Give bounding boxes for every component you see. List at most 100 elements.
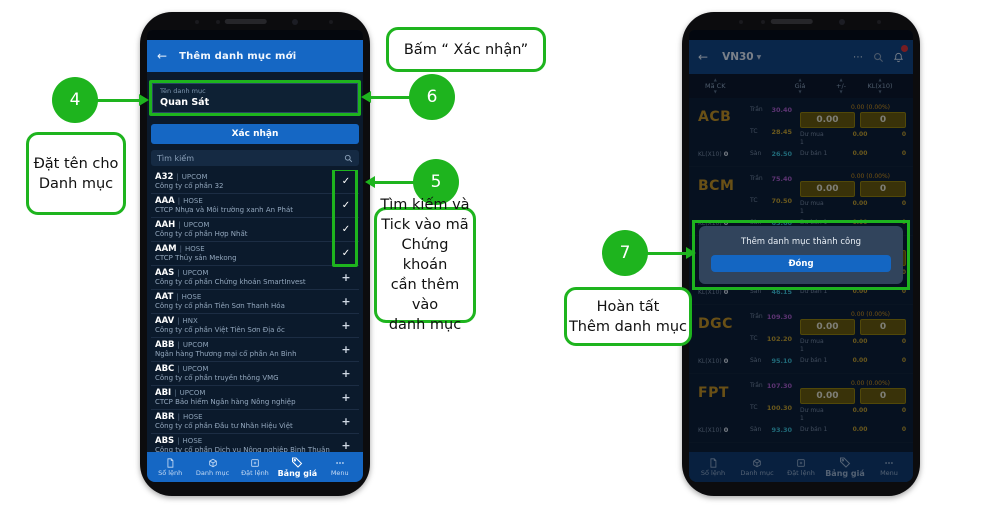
close-modal-button[interactable]: Đóng [711, 255, 891, 272]
place-order-icon [251, 458, 259, 467]
plus-icon[interactable]: + [341, 319, 351, 332]
check-icon[interactable]: ✓ [341, 176, 351, 187]
step-circle-6: 6 [409, 74, 455, 120]
stock-row[interactable]: ABS|HOSE Công ty cổ phần Dịch vụ Nông ng… [151, 434, 359, 452]
watchlist-name-field[interactable]: Tên danh mục Quan Sát [152, 83, 358, 113]
more-icon[interactable]: ⋯ [853, 51, 864, 63]
nav-item-dat-lenh[interactable]: Đặt lệnh [234, 458, 276, 477]
volume-cell[interactable]: 0 [859, 388, 906, 404]
camera-dot [839, 19, 846, 25]
phone-bezel [682, 12, 920, 30]
step-circle-7: 7 [602, 230, 648, 276]
ticker-symbol[interactable]: DGC [698, 316, 733, 332]
name-field-value[interactable]: Quan Sát [160, 97, 210, 108]
price-cell[interactable]: 0.00 [800, 319, 855, 335]
check-icon[interactable]: ✓ [341, 248, 351, 259]
stock-symbol: ABI [155, 388, 172, 398]
left-screen: ← Thêm danh mục mới Tên danh mục Quan Sá… [147, 30, 363, 482]
search-icon[interactable] [873, 52, 884, 63]
column-symbol[interactable]: ▲ Mã CK ▼ [705, 76, 726, 95]
check-icon[interactable]: ✓ [341, 200, 351, 211]
stock-symbol: AAH [155, 220, 176, 230]
nav-item-bang-gia[interactable]: Bảng giá [823, 456, 867, 478]
volume-cell[interactable]: 0 [859, 112, 906, 128]
plus-icon[interactable]: + [341, 439, 351, 452]
stock-symbol: A32 [155, 172, 174, 182]
search-icon[interactable] [344, 154, 353, 163]
speaker-slot [770, 19, 813, 24]
ticker-symbol[interactable]: FPT [698, 385, 729, 401]
column-price[interactable]: ▲ Giá ▼ [794, 76, 806, 95]
plus-icon[interactable]: + [341, 415, 351, 428]
chevron-down-icon[interactable]: ▼ [756, 53, 762, 61]
stock-company: CTCP Nhựa và Môi trường xanh An Phát [155, 206, 293, 214]
nav-item-so-lenh[interactable]: Sổ lệnh [691, 457, 735, 477]
back-icon[interactable]: ← [698, 50, 709, 64]
price-cell[interactable]: 0.00 [800, 388, 855, 404]
sort-up-icon: ▲ [798, 76, 802, 82]
separator: | [177, 365, 180, 373]
price-table-header: ▲ Mã CK ▼ ▲ Giá ▼ ▲ +/- ▼ ▲ KL(x10) [689, 74, 913, 98]
step-circle-5: 5 [413, 159, 459, 205]
nav-item-danh-muc[interactable]: Danh mục [735, 458, 779, 477]
plus-icon[interactable]: + [341, 367, 351, 380]
stock-row[interactable]: ABC|UPCOM Công ty cổ phần truyền thông V… [151, 362, 359, 386]
back-icon[interactable]: ← [157, 49, 168, 63]
stock-row[interactable]: AAV|HNX Công ty cổ phần Việt Tiên Sơn Đị… [151, 314, 359, 338]
app-bar: ← VN30 ▼ ⋯ [689, 40, 913, 74]
notification-bell-icon[interactable] [893, 44, 908, 67]
price-cell[interactable]: 0.00 [800, 181, 855, 197]
nav-item-menu[interactable]: Menu [319, 458, 361, 477]
volume-cell[interactable]: 0 [859, 181, 906, 197]
stock-exchange: HNX [182, 317, 198, 325]
nav-item-so-lenh[interactable]: Sổ lệnh [149, 457, 191, 477]
search-input[interactable] [157, 153, 344, 163]
menu-dots-icon [335, 461, 344, 464]
plus-icon[interactable]: + [341, 343, 351, 356]
stock-company: CTCP Bảo hiểm Ngân hàng Nông nghiệp [155, 398, 296, 406]
separator: | [174, 389, 177, 397]
left-phone: ← Thêm danh mục mới Tên danh mục Quan Sá… [140, 12, 370, 496]
separator: | [178, 221, 181, 229]
stock-row[interactable]: AAT|HOSE Công ty cổ phần Tiên Sơn Thanh … [151, 290, 359, 314]
separator: | [176, 293, 179, 301]
volume-cell[interactable]: 0 [859, 319, 906, 335]
plus-icon[interactable]: + [341, 271, 351, 284]
search-bar[interactable] [151, 150, 359, 166]
stock-exchange: HOSE [182, 413, 203, 421]
nav-item-dat-lenh[interactable]: Đặt lệnh [779, 458, 823, 477]
speaker-slot [224, 19, 267, 24]
check-icon[interactable]: ✓ [341, 224, 351, 235]
ticker-symbol[interactable]: BCM [698, 178, 735, 194]
stock-exchange: UPCOM [183, 221, 210, 229]
column-change[interactable]: ▲ +/- ▼ [836, 76, 846, 95]
stock-info: ABS|HOSE Công ty cổ phần Dịch vụ Nông ng… [155, 436, 337, 452]
nav-item-danh-muc[interactable]: Danh mục [191, 458, 233, 477]
callout-tick-codes: Tìm kiếm và Tick vào mã Chứng khoán cần … [374, 197, 476, 333]
callout-complete: Hoàn tất Thêm danh mục [564, 287, 692, 346]
ticker-symbol[interactable]: ACB [698, 109, 732, 125]
plus-icon[interactable]: + [341, 295, 351, 308]
stock-row[interactable]: ABB|UPCOM Ngân hàng Thương mại cổ phần A… [151, 338, 359, 362]
stock-row[interactable]: AAA|HOSE CTCP Nhựa và Môi trường xanh An… [151, 194, 359, 218]
plus-icon[interactable]: + [341, 391, 351, 404]
stock-company: CTCP Thủy sản Mekong [155, 254, 237, 262]
change-label: 0.00 (0.00%) [850, 173, 890, 180]
stock-row[interactable]: AAH|UPCOM Công ty cổ phần Hợp Nhất ✓ [151, 218, 359, 242]
column-volume[interactable]: ▲ KL(x10) ▼ [867, 76, 893, 95]
confirm-button[interactable]: Xác nhận [151, 124, 359, 144]
stock-exchange: HOSE [183, 197, 203, 205]
nav-item-menu[interactable]: Menu [867, 458, 911, 477]
sensor-dot-icon [877, 20, 882, 24]
stock-row[interactable]: ABR|HOSE Công ty cổ phần Đầu tư Nhãn Hiệ… [151, 410, 359, 434]
stock-row[interactable]: A32|UPCOM Công ty cổ phần 32 ✓ [151, 170, 359, 194]
stock-row[interactable]: AAS|UPCOM Công ty cổ phần Chứng khoán Sm… [151, 266, 359, 290]
stock-row[interactable]: ABI|UPCOM CTCP Bảo hiểm Ngân hàng Nông n… [151, 386, 359, 410]
price-cell[interactable]: 0.00 [800, 112, 855, 128]
nav-item-bang-gia[interactable]: Bảng giá [276, 456, 318, 478]
watchlist-title[interactable]: VN30 [722, 51, 754, 63]
stock-row[interactable]: AAM|HOSE CTCP Thủy sản Mekong ✓ [151, 242, 359, 266]
